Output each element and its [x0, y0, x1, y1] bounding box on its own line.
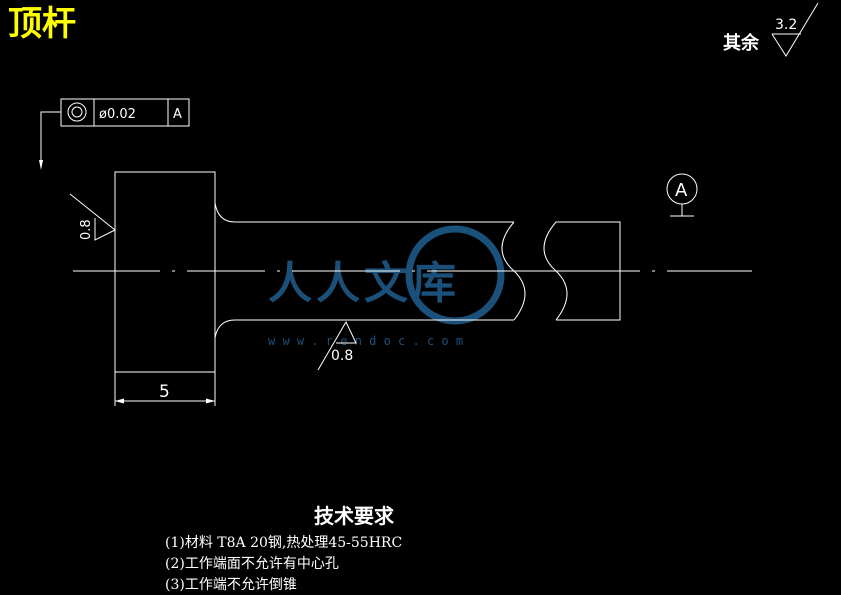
watermark: 人人文库 w w w . r e n d o c . c o m: [268, 225, 505, 348]
datum-letter: A: [675, 180, 688, 201]
break-line-right: [543, 221, 568, 321]
surface-finish-value: 3.2: [775, 17, 797, 33]
shaft-bottom-edge: [214, 319, 514, 339]
roughness-left-icon: [69, 193, 116, 241]
surface-finish-icon: [771, 2, 819, 57]
watermark-url: w w w . r e n d o c . c o m: [268, 334, 463, 348]
drawing-title: 顶杆: [8, 4, 76, 44]
requirement-item-2: (2)工作端面不允许有中心孔: [165, 556, 339, 572]
shaft-end: [556, 221, 621, 321]
technical-requirements-heading: 技术要求: [314, 504, 394, 528]
shaft-top-edge: [214, 202, 514, 223]
roughness-left-value: 0.8: [79, 219, 94, 240]
watermark-brand: 人人文库: [268, 258, 460, 309]
roughness-shaft-icon: [317, 320, 357, 371]
surface-finish-label: 其余: [723, 32, 760, 54]
break-line-left: [501, 221, 526, 321]
dimension-value: 5: [159, 382, 170, 402]
roughness-shaft-value: 0.8: [331, 348, 353, 364]
geometric-tolerance-frame: [39, 98, 190, 170]
requirement-item-1: (1)材料 T8A 20钢,热处理45-55HRC: [165, 535, 403, 551]
tolerance-value: ø0.02: [99, 107, 136, 122]
part-outline: [114, 171, 621, 373]
datum-marker: [666, 173, 698, 217]
concentricity-icon: [67, 102, 87, 122]
requirement-item-3: (3)工作端不允许倒锥: [165, 577, 297, 593]
tolerance-datum: A: [173, 107, 182, 122]
dimension-head-width: [114, 372, 216, 406]
watermark-ring-icon: [405, 225, 505, 325]
part-head: [114, 171, 216, 373]
